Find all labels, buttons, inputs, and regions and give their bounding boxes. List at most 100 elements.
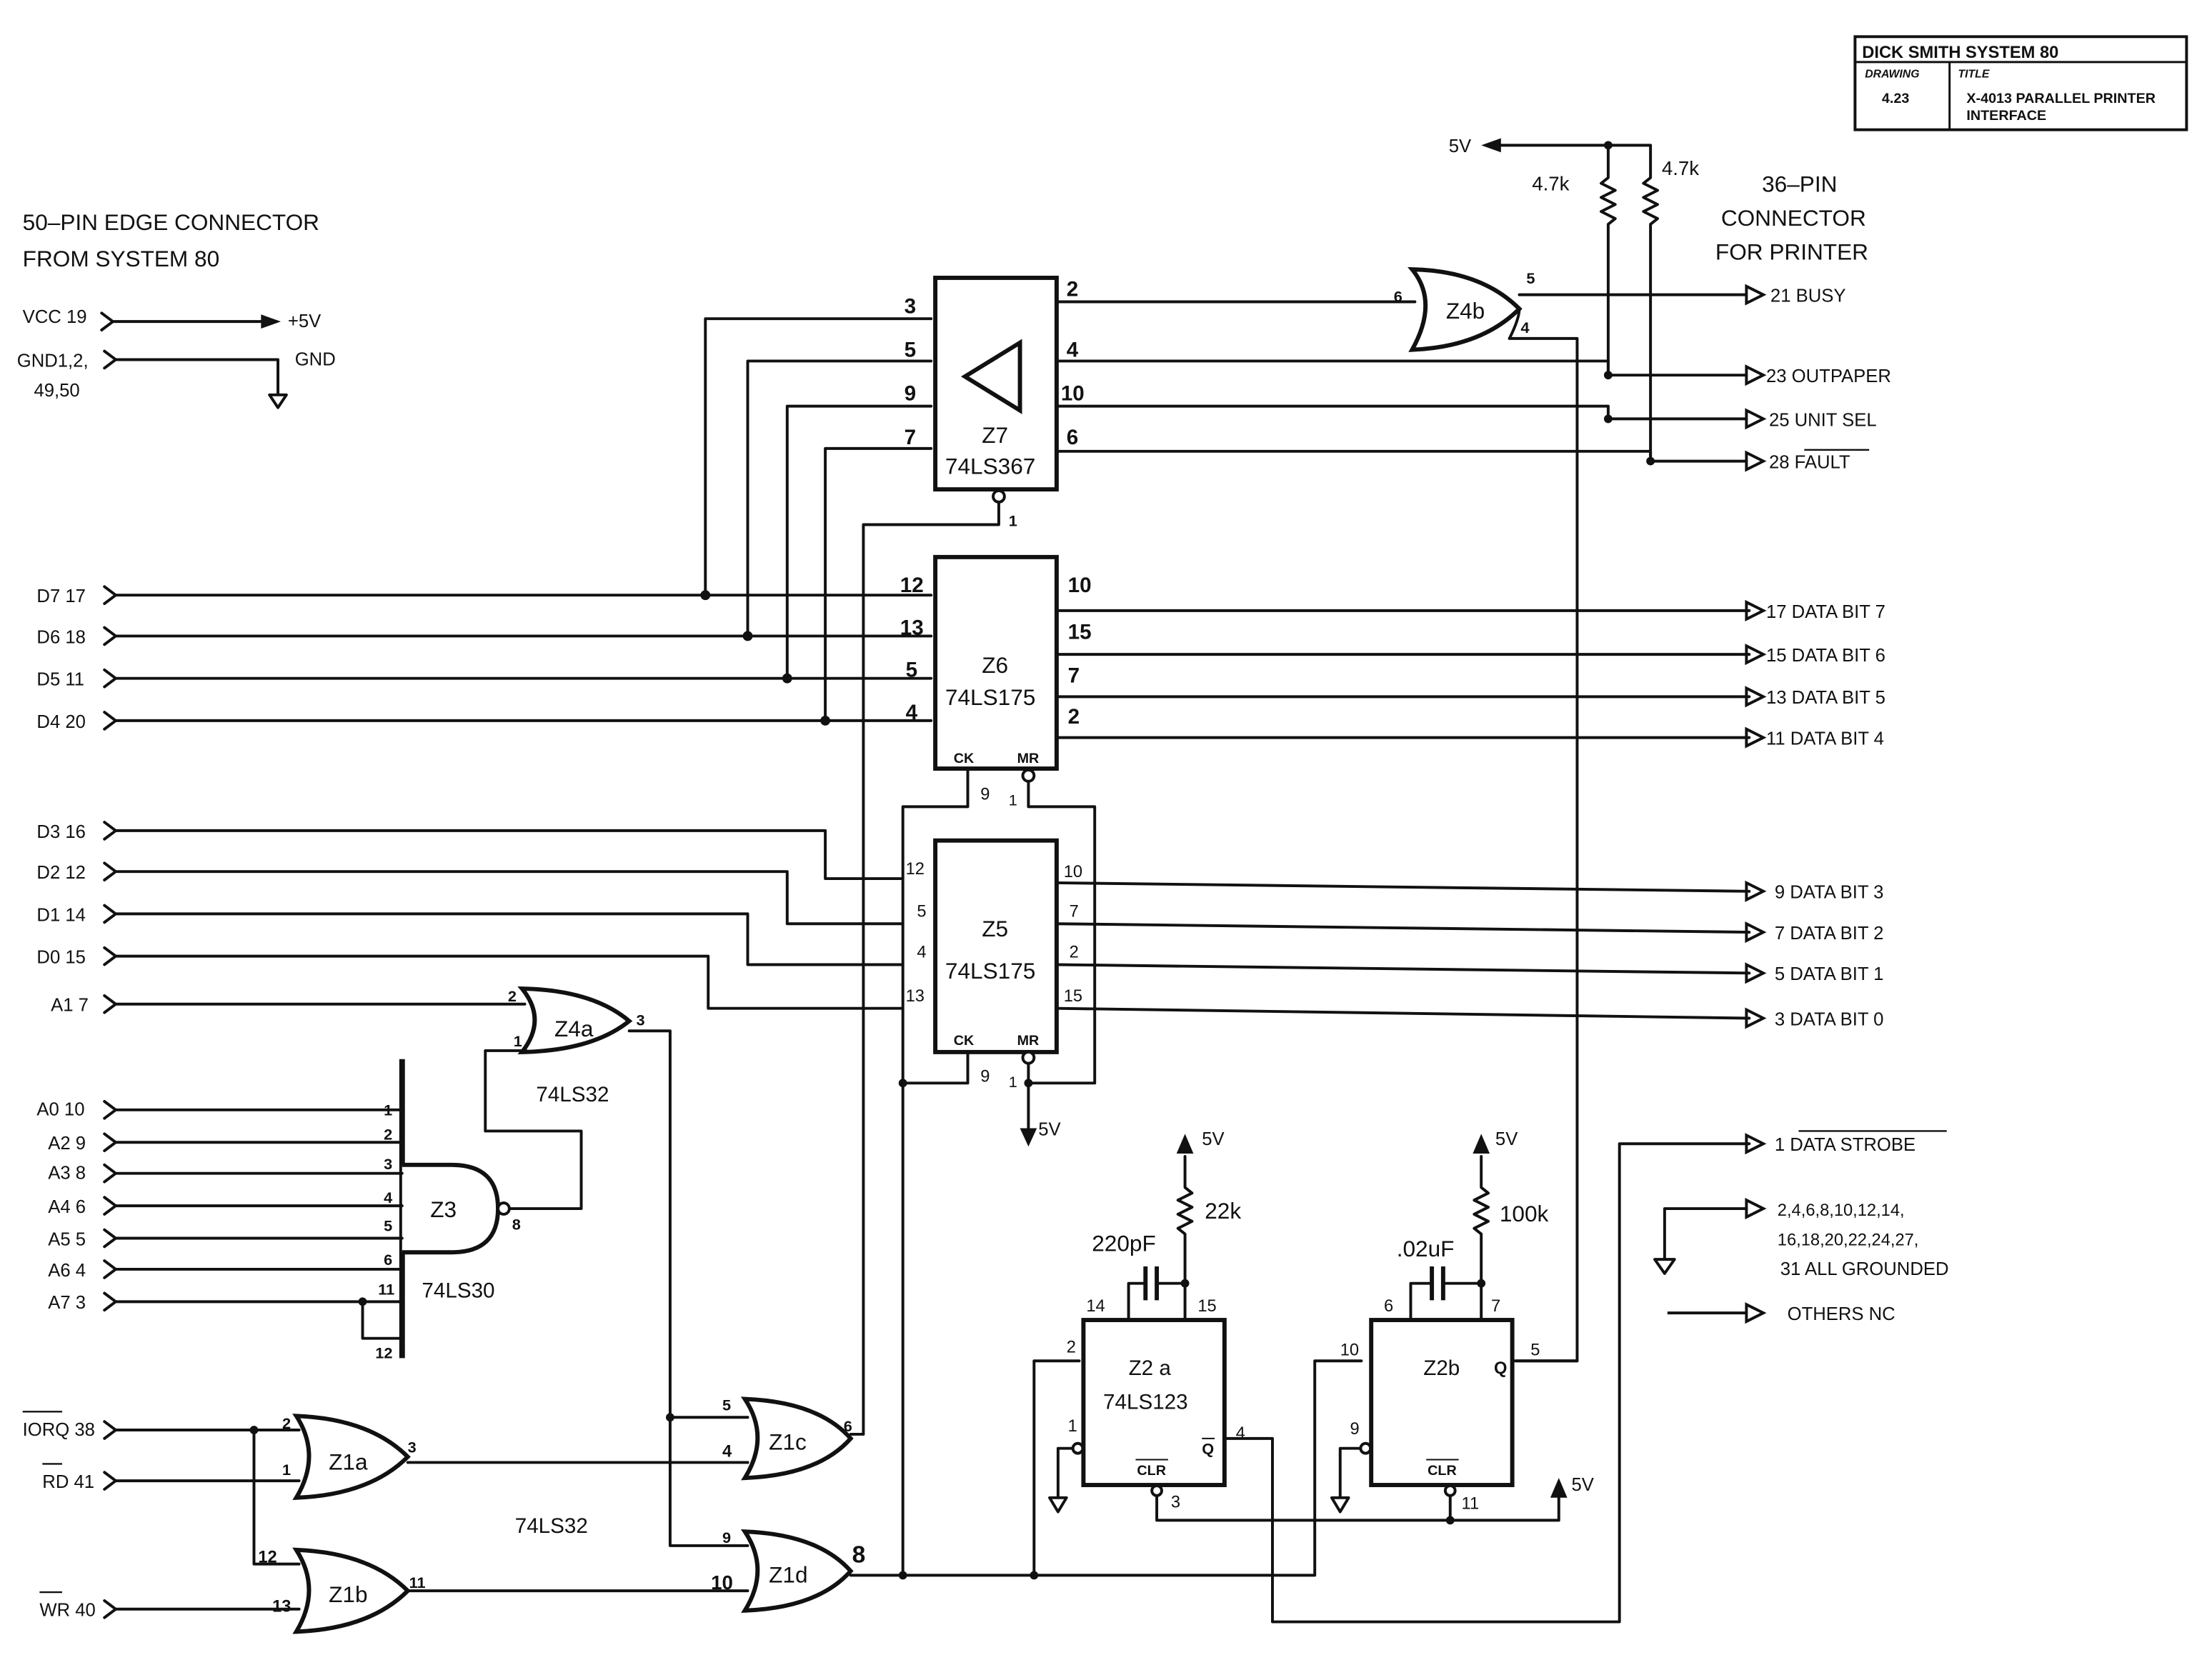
z1d-pin-10: 10 [711,1571,733,1594]
input-d6: D6 18 [36,627,85,647]
drawing-title-line2: INTERFACE [1966,108,2046,124]
out-data-bit-4: 11 DATA BIT 4 [1766,729,1884,749]
z3-name: Z3 [430,1196,457,1222]
chip-z5: Z5 74LS175 12 5 4 13 10 7 2 15 CK MR 9 1… [906,838,1082,1139]
z7-name: Z7 [982,422,1008,448]
printer-heading-3: FOR PRINTER [1715,239,1868,264]
z2a-pin-2: 2 [1067,1338,1076,1356]
z1b-pin-13: 13 [272,1598,291,1616]
chip-z2a: Z2 a 74LS123 14 15 2 1 4 3 CLR Q [1067,1297,1245,1511]
z2b-clr-supply: 5V [1572,1475,1594,1495]
z6-ck: CK [954,751,975,766]
z6-ck-pin: 9 [980,785,990,804]
z2b-pin-9: 9 [1350,1420,1360,1439]
z4a-pin-1: 1 [514,1032,522,1050]
z5-pin-10: 10 [1064,863,1082,881]
out-data-bit-5: 13 DATA BIT 5 [1766,688,1885,708]
z3-pin-5: 5 [384,1217,392,1235]
z7-enable-pin: 1 [1009,511,1017,529]
z6-part: 74LS175 [945,684,1035,710]
z2b-pin-10: 10 [1340,1341,1359,1359]
z1a-name: Z1a [329,1449,368,1474]
pullup-supply: 5V [1449,136,1471,156]
z2b-supply: 5V [1495,1129,1518,1149]
z2a-name: Z2 a [1129,1356,1172,1380]
z6-pin-7: 7 [1068,664,1080,688]
z7-pin-4: 4 [1067,339,1079,362]
z5-pin-15: 15 [1064,987,1082,1006]
vcc-net-label: +5V [288,311,321,331]
z3-pin-11: 11 [378,1280,394,1298]
z2a-pin-3: 3 [1171,1494,1180,1512]
z6-name: Z6 [982,652,1008,678]
data-inputs-high: D7 17 D6 18 D5 11 D4 20 D3 16 D2 12 D1 1… [36,586,89,1016]
title-label: TITLE [1958,69,1990,81]
z6-pin-12: 12 [900,574,924,597]
z1b-pin-11: 11 [409,1574,426,1591]
title-block-title: DICK SMITH SYSTEM 80 [1862,44,2058,62]
z1b-pin-12: 12 [258,1549,276,1567]
drawing-label: DRAWING [1865,69,1919,81]
z5-ck-pin: 9 [980,1067,990,1086]
z1c-pin-6: 6 [844,1417,852,1435]
z4a-pin-3: 3 [637,1011,645,1029]
z7-pin-9: 9 [905,382,916,406]
resistor-100k: 100k [1500,1201,1549,1226]
edge-connector: 50–PIN EDGE CONNECTOR FROM SYSTEM 80 VCC… [17,209,336,409]
z4b-pin-6: 6 [1394,288,1403,306]
z6-pin-5: 5 [906,659,917,682]
others-nc: OTHERS NC [1788,1304,1895,1324]
z3-pin-4: 4 [384,1189,392,1206]
input-a0: A0 10 [36,1100,84,1120]
out-data-bit-1: 5 DATA BIT 1 [1775,964,1884,984]
z2a-pin-15: 15 [1197,1297,1216,1316]
z3-pin-3: 3 [384,1155,392,1173]
drawing-number: 4.23 [1882,91,1909,106]
z7-pin-3: 3 [905,294,916,318]
capacitor-02uf: .02uF [1397,1236,1455,1261]
chip-z2b: Z2b Q 6 7 10 9 5 11 CLR [1340,1297,1540,1513]
printer-heading-2: CONNECTOR [1721,205,1866,231]
printer-connector: 36–PIN CONNECTOR FOR PRINTER 21 BUSY 23 … [1653,171,1949,1324]
z4a-pin-2: 2 [508,987,517,1005]
z5-pin-4: 4 [917,944,926,962]
input-d2: D2 12 [36,863,85,883]
z5-mr: MR [1017,1033,1040,1049]
input-iorq: IORQ 38 [23,1420,95,1440]
grounded-pins-line1: 2,4,6,8,10,12,14, [1778,1201,1905,1220]
gate-z4a: Z4a 2 1 3 74LS32 [508,986,645,1106]
z5-mr-supply: 5V [1038,1119,1060,1139]
edge-connector-heading-2: FROM SYSTEM 80 [23,246,219,271]
input-d5: D5 11 [36,670,84,690]
z5-pin-2: 2 [1070,944,1079,962]
z1d-pin-9: 9 [722,1529,731,1546]
grounded-pins-line2: 16,18,20,22,24,27, [1778,1231,1919,1249]
z6-pin-10: 10 [1068,574,1092,597]
z2b-clr: CLR [1428,1463,1457,1479]
input-a7: A7 3 [48,1293,86,1313]
z5-part: 74LS175 [945,958,1035,984]
gnd-label-1: GND1,2, [17,351,89,371]
z4b-pin-4: 4 [1520,319,1529,336]
z7-pin-5: 5 [905,339,916,362]
input-rd: RD 41 [42,1472,94,1492]
resistor-22k: 22k [1205,1198,1241,1224]
z7-pin-6: 6 [1067,426,1078,449]
z2a-clr: CLR [1137,1463,1166,1479]
z1c-name: Z1c [769,1429,807,1455]
z5-name: Z5 [982,916,1008,941]
z1c-pin-5: 5 [722,1396,731,1414]
gate-z3: Z3 74LS30 1 2 3 4 5 6 11 12 8 [375,1059,521,1361]
z1a-pin-2: 2 [282,1414,291,1432]
z2a-pin-4: 4 [1236,1424,1245,1443]
z5-pin-13: 13 [906,987,925,1006]
input-d1: D1 14 [36,905,85,925]
out-data-bit-7: 17 DATA BIT 7 [1766,602,1885,622]
z5-pin-12: 12 [906,860,925,879]
out-unit-sel: 25 UNIT SEL [1769,410,1877,430]
out-data-bit-2: 7 DATA BIT 2 [1775,924,1884,944]
out-data-bit-0: 3 DATA BIT 0 [1775,1009,1884,1029]
out-fault: 28 FAULT [1769,452,1850,472]
gate-z4b: Z4b 6 5 4 [1394,267,1535,352]
